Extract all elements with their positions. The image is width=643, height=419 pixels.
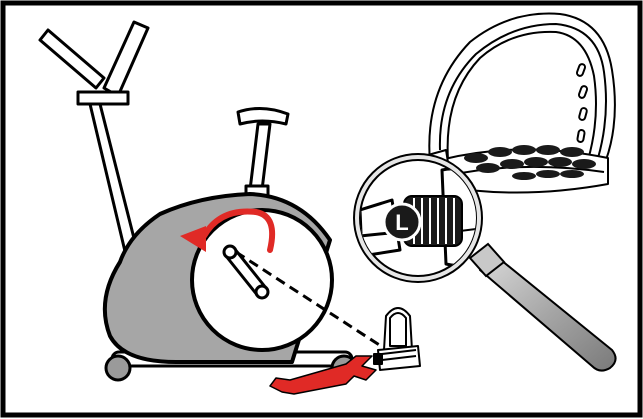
crank-disc bbox=[192, 210, 332, 350]
left-pedal-letter: L bbox=[395, 210, 408, 235]
